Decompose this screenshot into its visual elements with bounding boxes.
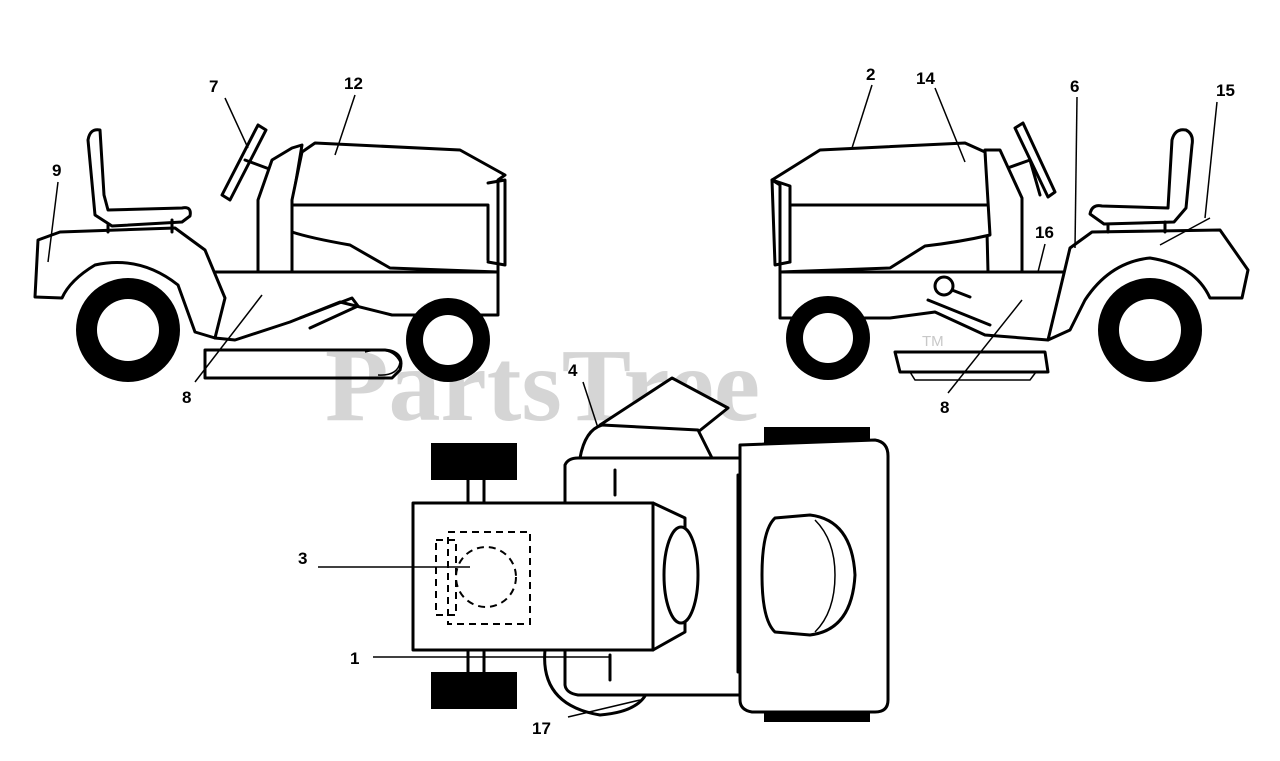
leader-12 <box>334 94 356 156</box>
callout-4: 4 <box>568 361 578 380</box>
left-steering-wheel <box>220 123 268 202</box>
left-frame <box>213 270 500 342</box>
left-grille <box>486 178 507 267</box>
leader-8-left <box>194 294 263 383</box>
right-control-knob <box>933 275 955 297</box>
top-deck-edge <box>578 423 714 460</box>
leader-4 <box>582 381 599 429</box>
trademark-symbol: TM <box>922 333 944 350</box>
callout-labels: 7 12 9 8 2 14 6 15 16 8 4 3 1 17 <box>52 65 1235 738</box>
leader-15 <box>1204 101 1218 219</box>
right-hood <box>770 141 992 274</box>
right-steering-wheel <box>1013 121 1057 199</box>
top-rear-tray <box>411 501 655 652</box>
callout-12: 12 <box>344 74 363 93</box>
right-grille <box>770 178 792 267</box>
leader-6 <box>1074 96 1078 249</box>
right-side-view <box>770 84 1250 394</box>
left-seat <box>86 128 192 228</box>
leader-8-right <box>947 299 1023 394</box>
left-deck-chute <box>364 349 401 376</box>
top-hood-vent <box>760 513 857 637</box>
leader-2 <box>851 84 873 149</box>
left-rear-fender <box>33 226 227 340</box>
callout-8-right: 8 <box>940 398 949 417</box>
leader-9 <box>47 181 59 263</box>
callout-2: 2 <box>866 65 875 84</box>
callout-7: 7 <box>209 77 218 96</box>
top-view <box>318 376 890 722</box>
leader-7 <box>224 97 249 149</box>
leader-14 <box>934 87 966 163</box>
right-dash <box>983 148 1024 274</box>
right-rear-fender <box>1046 228 1250 342</box>
callout-8-left: 8 <box>182 388 191 407</box>
top-deck-bottom <box>543 648 650 717</box>
callout-9: 9 <box>52 161 61 180</box>
left-side-view <box>33 94 507 383</box>
callout-6: 6 <box>1070 77 1079 96</box>
top-rear-tire-upper <box>431 443 517 480</box>
callout-1: 1 <box>350 649 359 668</box>
left-hood <box>290 141 507 274</box>
right-seat <box>1088 128 1194 226</box>
right-mower-deck <box>893 350 1050 374</box>
top-rear-tire-lower <box>431 672 517 709</box>
callout-14: 14 <box>916 69 935 88</box>
callout-15: 15 <box>1216 81 1235 100</box>
leader-17 <box>567 699 641 718</box>
right-steering-column <box>1000 158 1042 197</box>
right-brake-pedal <box>926 298 992 327</box>
leader-16 <box>1037 243 1046 273</box>
left-dash <box>256 143 304 274</box>
left-hood-line <box>290 203 490 262</box>
callout-17: 17 <box>532 719 551 738</box>
left-brake-pedal <box>298 296 360 330</box>
top-decal-area <box>447 531 531 625</box>
callout-3: 3 <box>298 549 307 568</box>
callout-16: 16 <box>1035 223 1054 242</box>
